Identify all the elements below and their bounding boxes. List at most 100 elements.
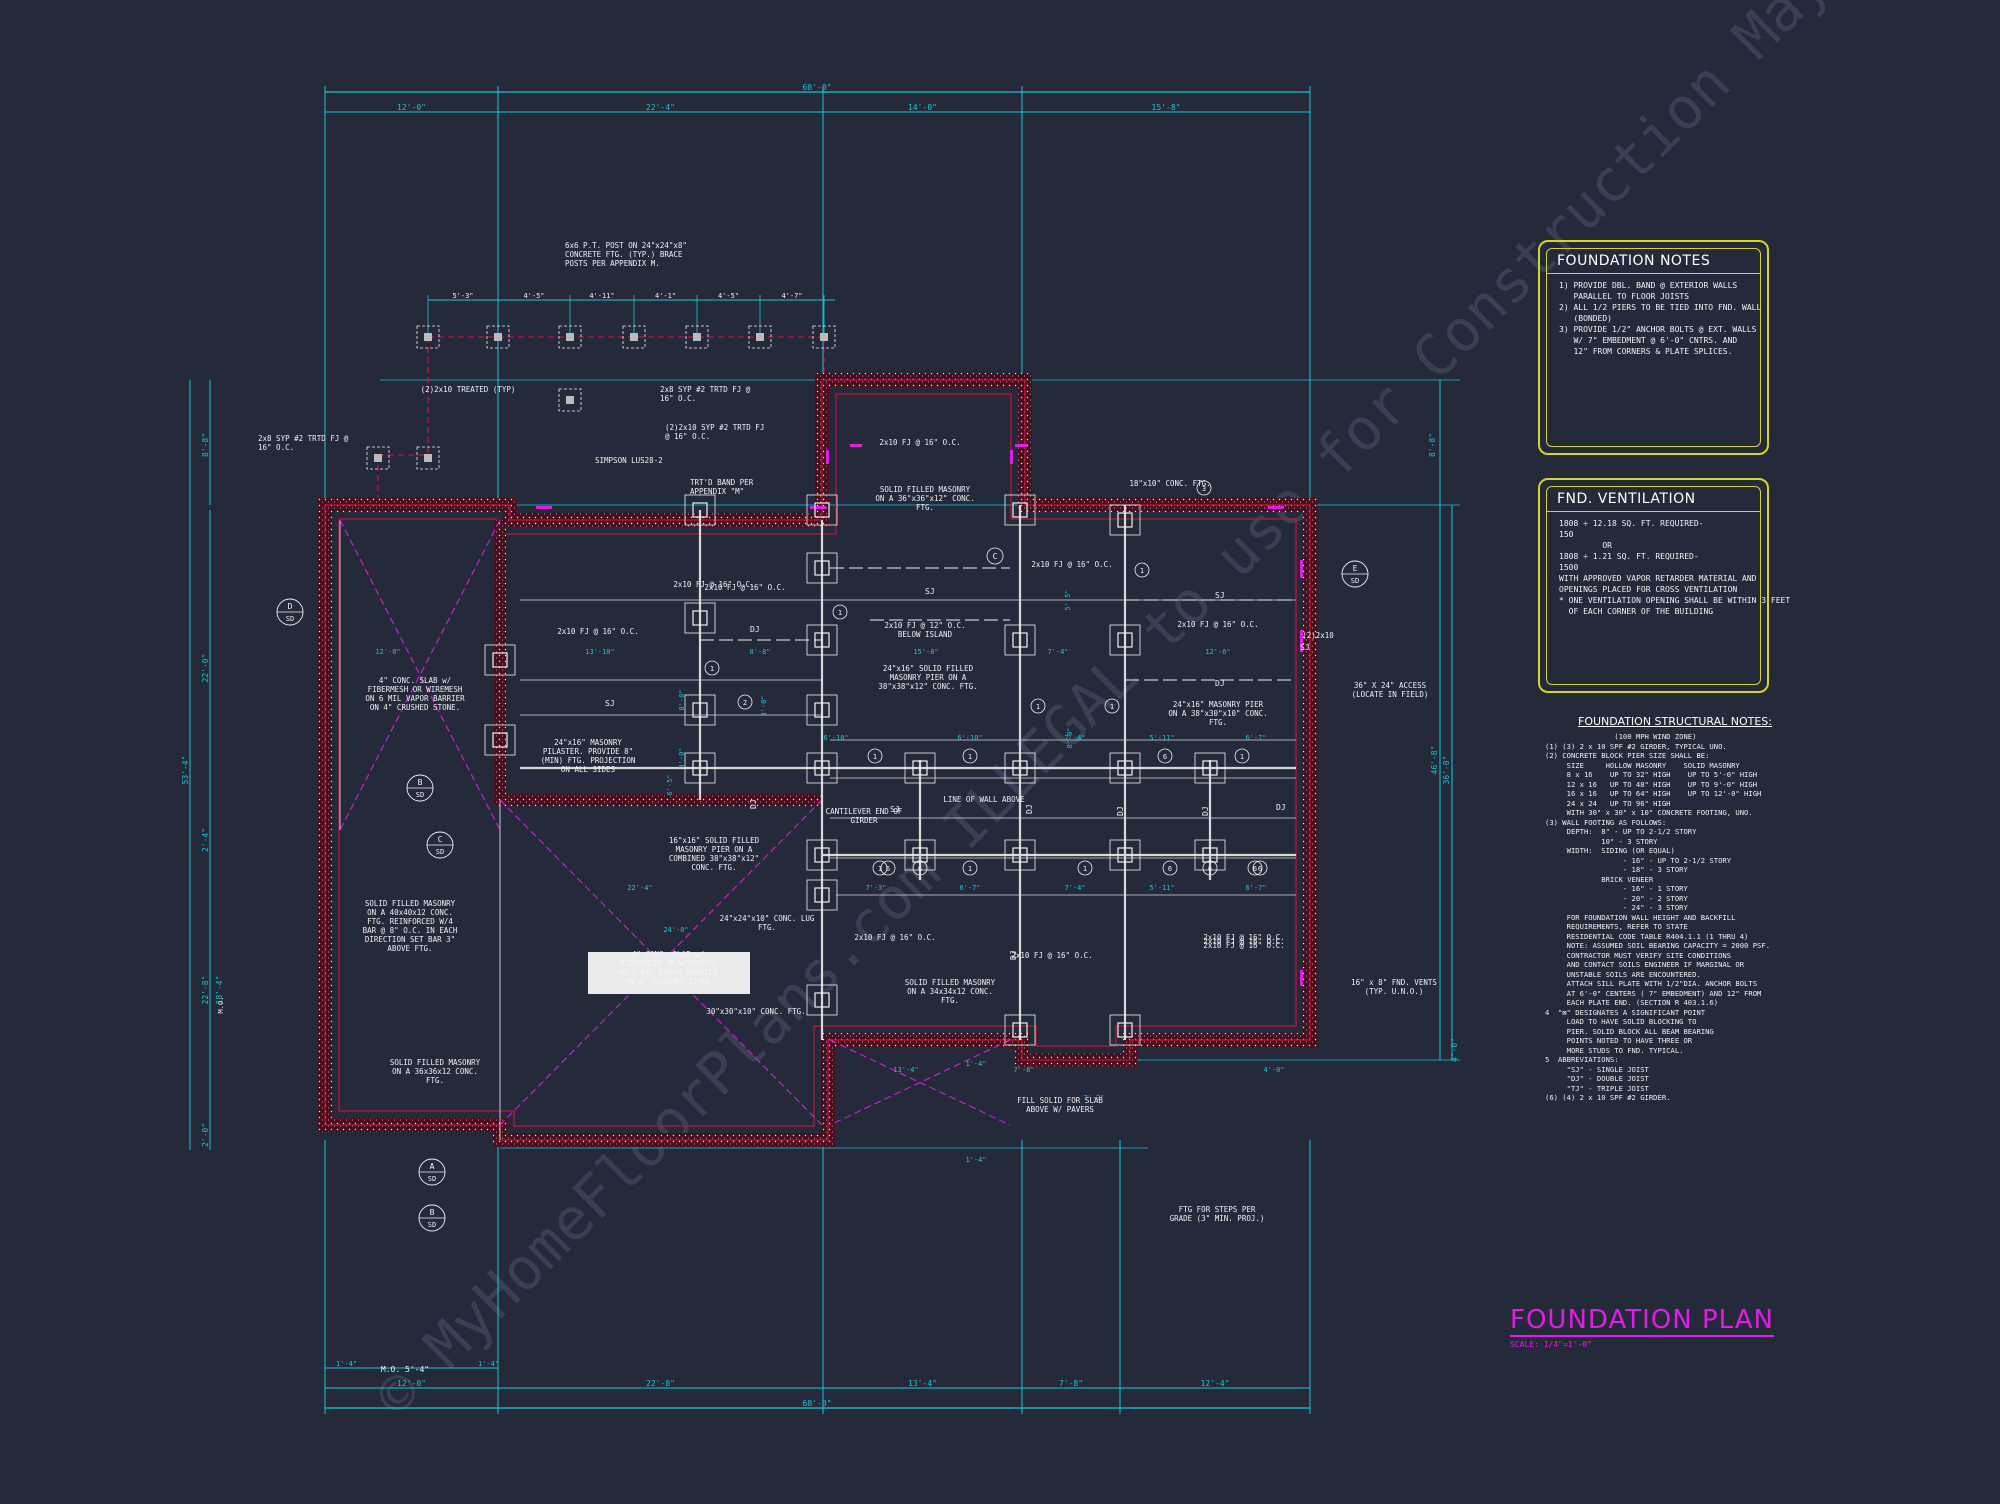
callout-line: ON 6 MIL VAPOR BARRIER xyxy=(365,694,465,703)
post xyxy=(494,333,502,341)
beam-tag: DJ xyxy=(750,625,760,634)
masonry-pier xyxy=(904,752,936,784)
interior-dimension-label: 24'-0" xyxy=(663,926,688,934)
masonry-pier xyxy=(806,694,838,726)
post-footing xyxy=(685,325,709,349)
section-marker: ESD xyxy=(1341,560,1369,588)
interior-dimension-label: 12'-6" xyxy=(1205,648,1230,656)
callout-line: SOLID FILLED MASONRY xyxy=(390,1058,481,1067)
overall-bottom-label: 68'-0" xyxy=(803,1399,832,1408)
top-segment-label: 15'-8" xyxy=(1152,103,1181,112)
callout-line: (2)2x10 TREATED (TYP) xyxy=(421,385,516,394)
deck-spacing-label: 4'-11" xyxy=(589,292,614,300)
pier-tag-number: 1 xyxy=(838,609,842,617)
structural-notes-title: FOUNDATION STRUCTURAL NOTES: xyxy=(1578,715,1772,728)
masonry-pier xyxy=(484,724,516,756)
post-footing xyxy=(558,325,582,349)
interior-dimension-label: 13'-4" xyxy=(893,1066,918,1074)
pier-tag-circle xyxy=(962,748,978,764)
callout: SIMPSON LUS28-2 xyxy=(595,456,663,465)
interior-dimension-label: 5'-11" xyxy=(1149,884,1174,892)
callout-line: MASONRY PIER ON A xyxy=(890,673,967,682)
callout: 2x10 FJ @ 16" O.C. xyxy=(1177,620,1258,629)
pier-footing xyxy=(904,839,936,871)
slab-edge xyxy=(339,520,501,1140)
pier-tag-circle xyxy=(1134,562,1150,578)
post xyxy=(630,333,638,341)
post xyxy=(566,396,574,404)
structural-note-line: (100 MPH WIND ZONE) xyxy=(1545,732,1697,741)
masonry-pier xyxy=(1004,839,1036,871)
masonry-pier xyxy=(1109,1014,1141,1046)
pier xyxy=(814,847,830,863)
section-marker: BSD xyxy=(406,774,434,802)
interior-dimension-label: 6'-5" xyxy=(666,774,674,795)
pier-tag-number: 1 xyxy=(968,753,972,761)
callout: 2x10 FJ @ 16" O.C. xyxy=(854,933,935,942)
callout-line: (2)2x10 SYP #2 TRTD FJ xyxy=(665,423,764,432)
callout-line: 2x10 FJ @ 16" O.C. xyxy=(1203,933,1284,942)
callout-line: FTG. xyxy=(1209,718,1227,727)
deck-spacing-label: 5'-3" xyxy=(452,292,473,300)
pier-footing xyxy=(1004,1014,1036,1046)
pier-footing xyxy=(1109,752,1141,784)
pier-footing xyxy=(1194,839,1226,871)
section-ref: SD xyxy=(286,615,294,623)
pier-footing xyxy=(1109,504,1141,536)
callout-line: FIBERMESH OR WIREMESH xyxy=(368,685,463,694)
callout-line: 2x8 SYP #2 TRTD FJ @ xyxy=(258,434,349,443)
section-ref: SD xyxy=(436,848,444,856)
interior-dimension-label: 7'-4" xyxy=(1064,734,1085,742)
interior-dimension-label: 8'-8" xyxy=(749,648,770,656)
foundation-note-line: 3) PROVIDE 1/2" ANCHOR BOLTS @ EXT. WALL… xyxy=(1559,325,1757,334)
interior-dimension-label: 7'-4" xyxy=(1064,884,1085,892)
left-dimension-label: 22'-0" xyxy=(201,654,210,683)
pier-footing xyxy=(684,752,716,784)
drawing-scale: SCALE: 1/4"=1'-0" xyxy=(1510,1340,1592,1349)
pier xyxy=(1012,502,1028,518)
callout: 2x10 FJ @ 16" O.C. xyxy=(673,580,754,589)
pier xyxy=(692,760,708,776)
pier xyxy=(1117,847,1133,863)
callout-line: FTG FOR STEPS PER xyxy=(1179,1205,1256,1214)
post-footing xyxy=(748,325,772,349)
deck-spacing-label: 4'-1" xyxy=(655,292,676,300)
structural-note-line: CONTRACTOR MUST VERIFY SITE CONDITIONS xyxy=(1545,950,1732,960)
pier xyxy=(1012,847,1028,863)
pier-footing xyxy=(684,602,716,634)
pier-footing xyxy=(484,724,516,756)
callout-line: CONCRETE FTG. (TYP.) BRACE xyxy=(565,250,683,259)
structural-note-line: FOR FOUNDATION WALL HEIGHT AND BACKFILL xyxy=(1545,912,1736,922)
beam-tag: DJ xyxy=(1025,804,1034,814)
structural-note-line: WITH 30" x 30" x 10" CONCRETE FOOTING, U… xyxy=(1545,808,1753,817)
callout-line: GRADE (3" MIN. PROJ.) xyxy=(1170,1214,1265,1223)
foundation-note-line: 2) ALL 1/2 PIERS TO BE TIED INTO FND. WA… xyxy=(1559,303,1762,312)
post xyxy=(693,333,701,341)
section-letter: A xyxy=(430,1162,435,1171)
pier-footing xyxy=(806,879,838,911)
deck-post xyxy=(812,325,836,349)
deck-spacing-label: 4'-5" xyxy=(718,292,739,300)
masonry-pier xyxy=(806,752,838,784)
pier-tag-circle xyxy=(1030,698,1046,714)
slab-x-mark xyxy=(829,1039,1011,1126)
structural-notes: FOUNDATION STRUCTURAL NOTES: (100 MPH WI… xyxy=(1545,715,1805,1103)
beam-tag: SJ xyxy=(925,587,935,596)
vent-mark xyxy=(1300,560,1303,578)
callout-line: CANTILEVER END OF xyxy=(826,807,903,816)
pier-tag-circle xyxy=(704,660,720,676)
structural-note-line: AT 6'-0" CENTERS ( 7" EMBEDMENT) AND 12"… xyxy=(1545,988,1762,998)
pier xyxy=(814,992,830,1008)
deck-post xyxy=(366,446,390,470)
deck-spacing-label: 4'-5" xyxy=(523,292,544,300)
c-marker-letter: C xyxy=(993,552,998,561)
callout-line: 2x10 FJ @ 16" O.C. xyxy=(879,438,960,447)
vent-mark xyxy=(1015,444,1027,447)
structural-note-line: DEPTH: 8" - UP TO 2-1/2 STORY xyxy=(1545,827,1697,836)
